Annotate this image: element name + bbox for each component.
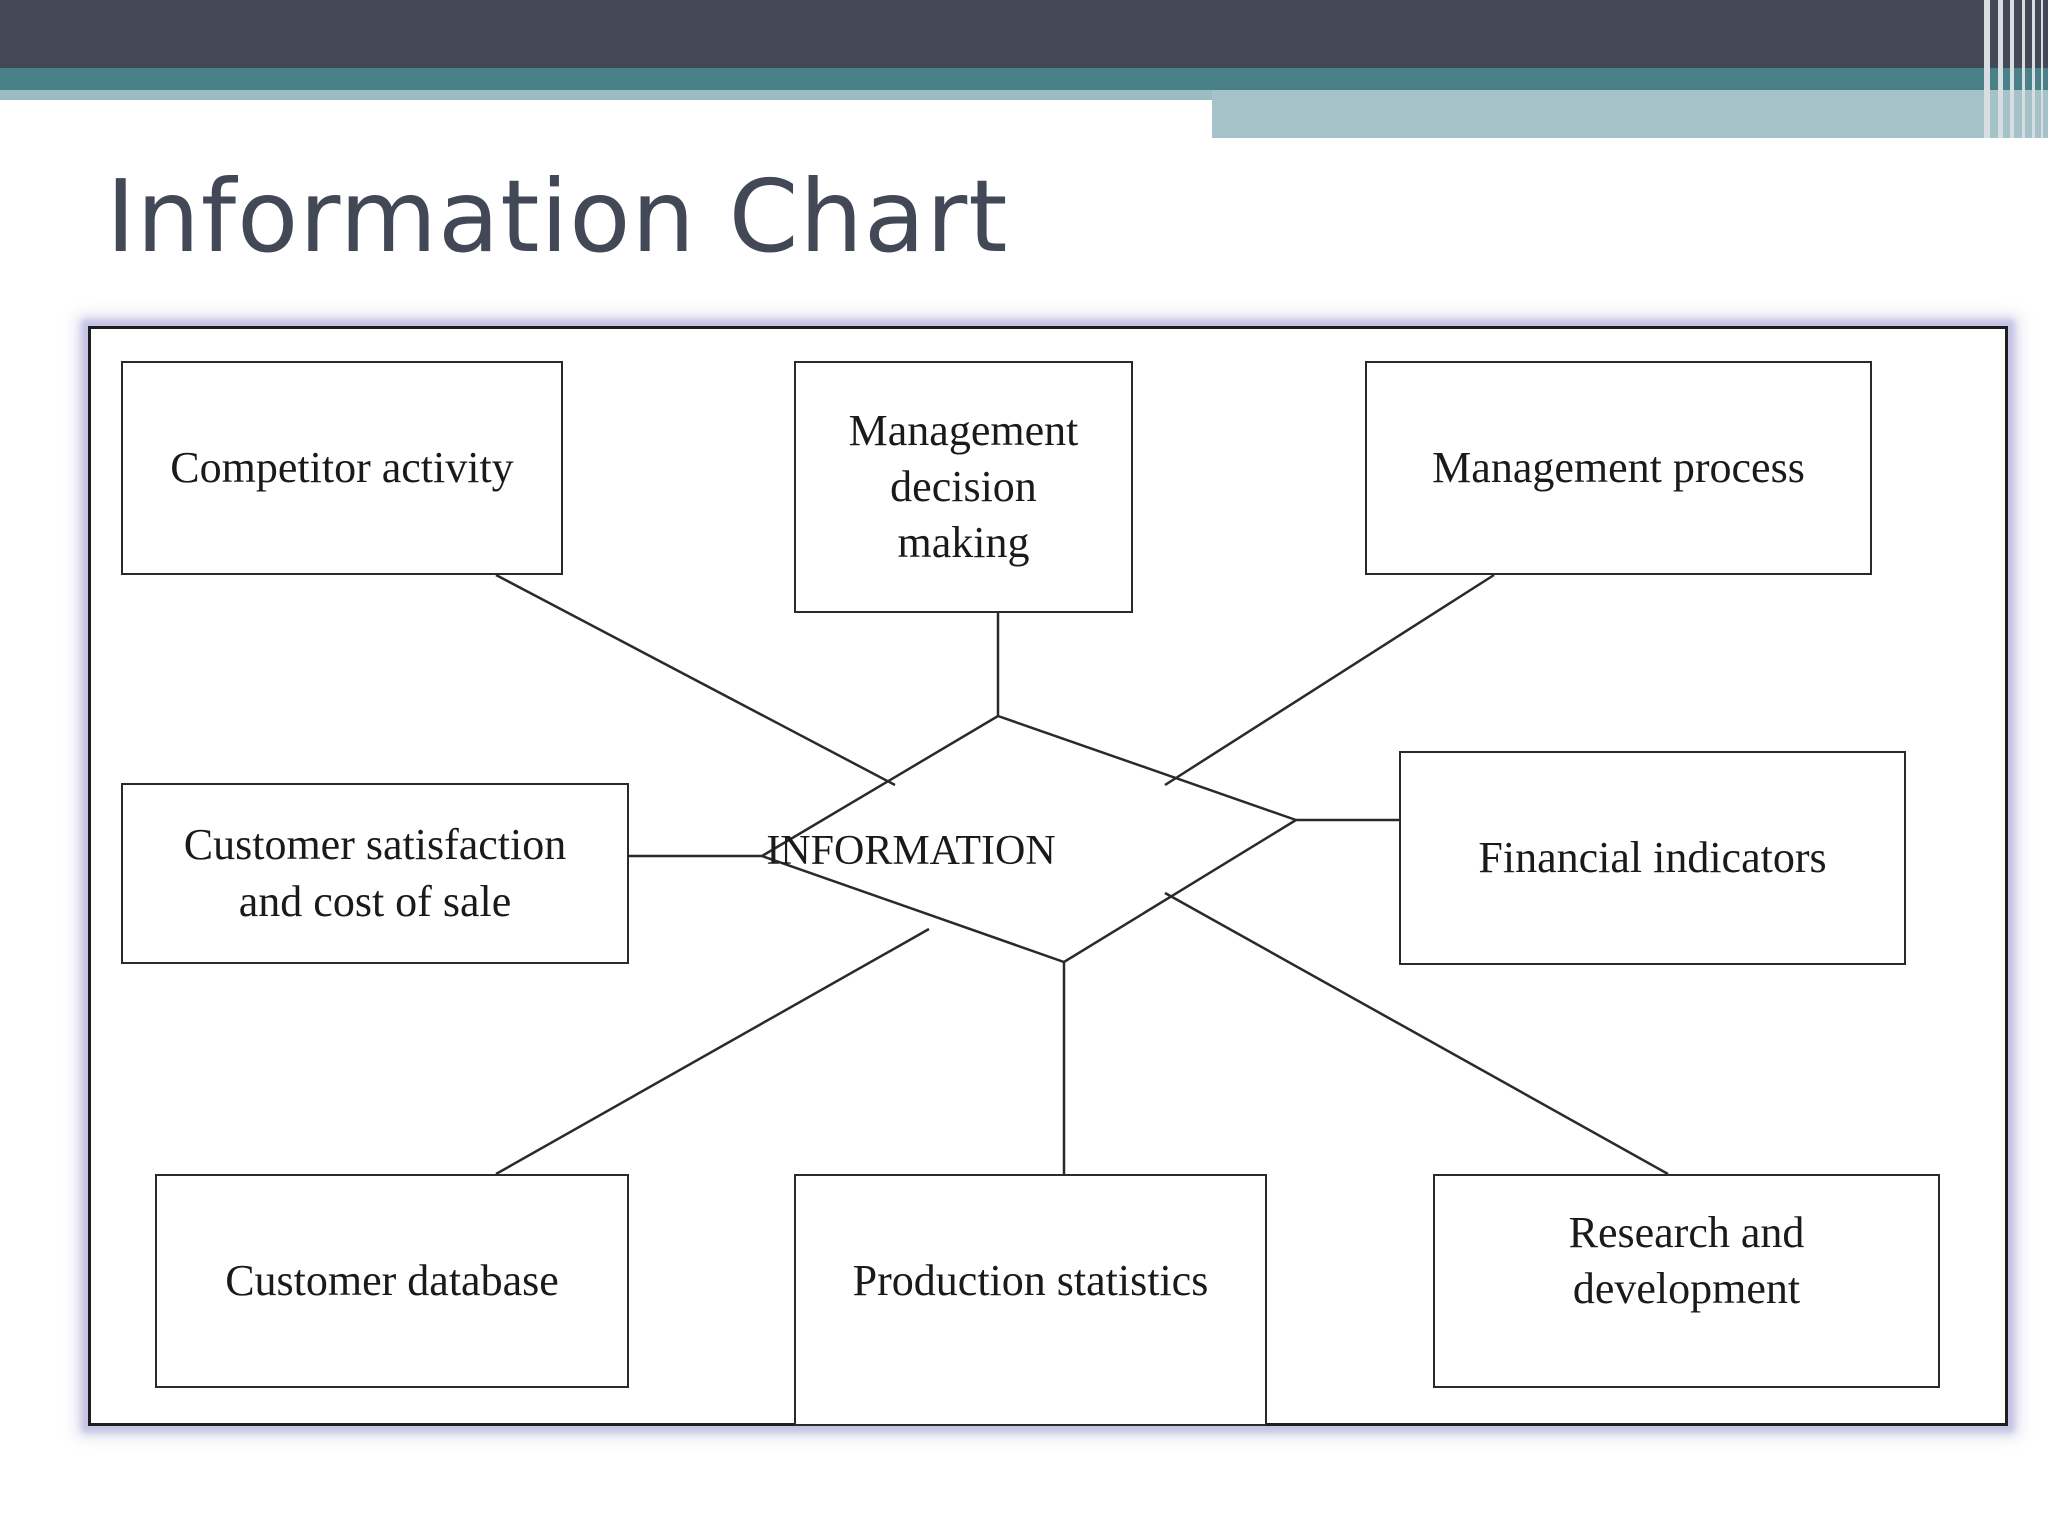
node-research-development: Research and development — [1433, 1174, 1940, 1388]
header-stripes — [1980, 0, 2048, 138]
node-customer-database: Customer database — [155, 1174, 629, 1388]
node-financial-indicators: Financial indicators — [1399, 751, 1906, 965]
information-label: INFORMATION — [766, 828, 1056, 874]
connector-research — [1164, 891, 1669, 1176]
header-bar-dark — [0, 0, 2048, 68]
node-label: Production statistics — [852, 1255, 1209, 1305]
node-label: making — [897, 518, 1030, 568]
connector-lines — [495, 573, 1669, 1176]
node-label: Customer satisfaction — [183, 820, 567, 870]
node-management-decision: Management decision making — [794, 361, 1133, 613]
node-label: Management — [848, 405, 1079, 455]
connector-customer-database — [495, 927, 930, 1176]
connector-competitor — [495, 573, 896, 787]
node-label: Financial indicators — [1478, 832, 1827, 882]
node-label: and cost of sale — [238, 876, 512, 926]
node-customer-satisfaction: Customer satisfaction and cost of sale — [121, 783, 629, 964]
node-label: decision — [890, 461, 1037, 511]
connector-management-process — [1164, 573, 1495, 787]
node-competitor-activity: Competitor activity — [121, 361, 563, 575]
header-bar-light-left — [0, 90, 1212, 100]
node-label: development — [1572, 1264, 1801, 1313]
node-management-process: Management process — [1365, 361, 1872, 575]
node-label: Competitor activity — [170, 442, 514, 492]
page-title: Information Chart — [106, 158, 1009, 275]
header-bar-teal — [0, 68, 2048, 90]
diagram-frame: INFORMATION Competitor activity Manageme… — [88, 326, 2008, 1426]
header-bar-light-right — [1212, 90, 2048, 138]
node-production-statistics: Production statistics — [794, 1174, 1267, 1426]
node-label: Research and — [1568, 1207, 1805, 1257]
node-label: Management process — [1432, 442, 1805, 492]
node-label: Customer database — [225, 1255, 559, 1305]
